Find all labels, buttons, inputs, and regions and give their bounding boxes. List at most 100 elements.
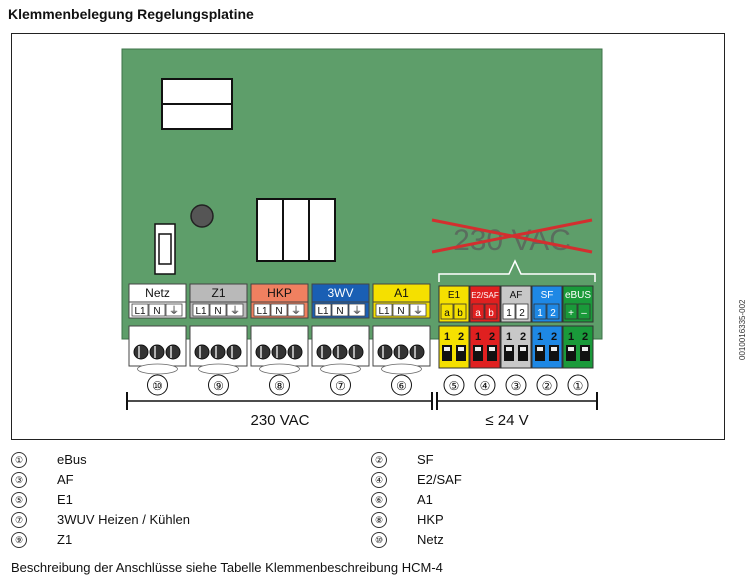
hv-pin-label: L1 [378,306,390,317]
hv-voltage-label: 230 VAC [251,412,310,429]
lv-block-name: AF [510,290,523,301]
lv-pin-box [515,303,529,320]
lv-pin-box [484,303,498,320]
lv-terminal-slot [504,345,514,361]
hv-number: ⑥ [396,379,407,393]
hv-pin-box [331,303,349,317]
hv-pin-box [287,303,305,317]
lv-terminal-latch [551,347,557,351]
hv-block-name: Netz [145,286,170,300]
lv-terminal-latch [475,347,481,351]
legend-number: ⑧ [371,512,387,528]
lv-number-circle [505,374,527,396]
terminal-foot [259,363,300,375]
hv-pin-box [392,303,410,317]
legend-text: 3WUV Heizen / Kühlen [57,512,190,527]
lv-voltage-label: ≤ 24 V [485,412,528,429]
hv-pin-label: N [336,306,343,317]
lv-pin-label: 2 [550,308,556,319]
hv-number-circle [208,374,229,396]
hv-pin-box [209,303,227,317]
lv-pin-box [533,303,547,320]
screw [226,344,242,360]
hv-pin-box [253,303,271,317]
hv-number: ⑨ [213,379,224,393]
lv-block-name: eBUS [565,290,591,301]
screw [165,344,181,360]
lv-terminal-latch [489,347,495,351]
lv-terminal-number: 2 [458,331,464,343]
hv-number-circle [391,374,412,396]
hv-pin-box [192,303,210,317]
relay-component [161,78,233,130]
lv-terminal-slot [566,345,576,361]
terminal-foot [137,363,178,375]
lv-pin-box [453,303,467,320]
lv-number-circle [536,374,558,396]
lv-pin-box [471,303,485,320]
legend-text: A1 [417,492,433,507]
lv-terminal-number: 2 [551,331,557,343]
legend-number: ⑩ [371,532,387,548]
hv-pin-box [270,303,288,317]
hv-pin-label: L1 [317,306,329,317]
legend-text: SF [417,452,434,467]
hv-pin-label: N [153,306,160,317]
description-note: Beschreibung der Anschlüsse siehe Tabell… [11,560,443,575]
lv-pin-label: b [488,308,494,319]
screw [377,344,393,360]
lv-terminal-latch [568,347,574,351]
hv-block-name: 3WV [327,286,353,300]
lv-pin-label: a [475,308,481,319]
lv-terminal-slot [456,345,466,361]
legend-number: ③ [11,472,27,488]
legend-number: ⑦ [11,512,27,528]
legend-number: ⑤ [11,492,27,508]
legend-number: ⑨ [11,532,27,548]
lv-terminal-number: 1 [475,331,481,343]
lv-number-circle [474,374,496,396]
lv-block-name: SF [541,290,554,301]
hv-pin-label: ⏚ [230,305,240,317]
status-led [190,204,214,228]
lv-pin-box [577,303,591,320]
lv-pin-label: 2 [519,308,525,319]
lv-dimension: ≤ 24 V [436,392,598,429]
lv-terminal-latch [458,347,464,351]
hv-pin-box [131,303,149,317]
screw [287,344,303,360]
legend-text: E2/SAF [417,472,462,487]
hv-dimension: 230 VAC [126,392,433,429]
hv-number: ⑦ [335,379,346,393]
lv-brace [438,259,596,282]
screw [210,344,226,360]
lv-terminal-number: 2 [489,331,495,343]
lv-block-name: E1 [448,290,461,301]
cross-line-2 [431,218,593,254]
lv-number: ⑤ [449,379,460,393]
hv-block-name: Z1 [211,286,225,300]
lv-terminal-number: 1 [568,331,574,343]
lv-terminal-latch [506,347,512,351]
lv-terminal-latch [537,347,543,351]
hv-pin-label: N [397,306,404,317]
lv-pin-label: – [581,308,587,319]
lv-terminal-slot [442,345,452,361]
lv-pin-label: 1 [506,308,512,319]
fuse-component [154,223,176,275]
lv-number: ④ [480,379,491,393]
lv-terminal-slot [549,345,559,361]
lv-block-name: E2/SAF [471,291,499,300]
hv-pin-box [375,303,393,317]
screw [393,344,409,360]
hv-pin-label: L1 [195,306,207,317]
